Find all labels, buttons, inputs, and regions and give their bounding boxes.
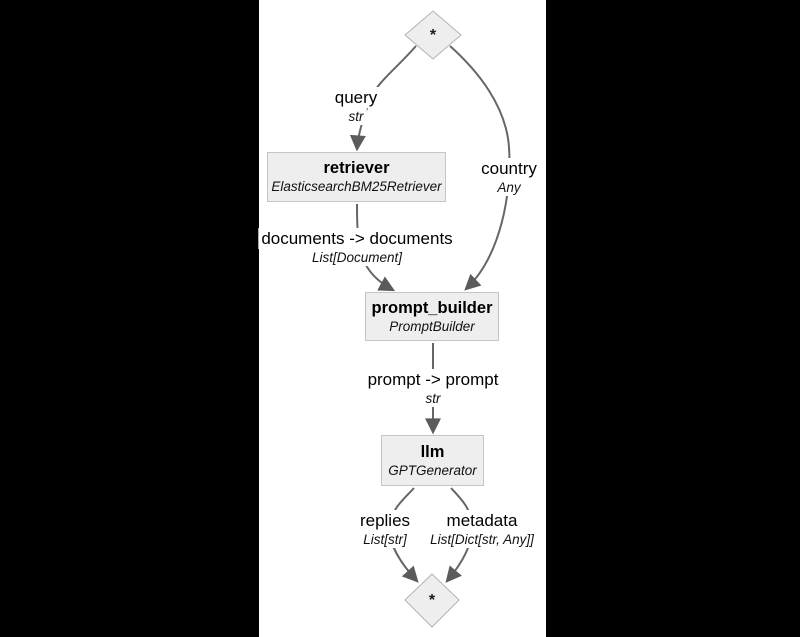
edge-label-replies-type: List[str] [360, 531, 410, 548]
edge-label-metadata-type: List[Dict[str, Any]] [427, 531, 537, 548]
output-node-diamond [404, 573, 460, 628]
node-prompt-builder-name: prompt_builder [371, 298, 493, 317]
edge-country [449, 45, 511, 291]
input-node-diamond [404, 10, 462, 60]
edge-label-documents-name: documents -> documents [258, 228, 456, 249]
node-retriever-name: retriever [323, 159, 390, 177]
node-retriever-class: ElasticsearchBM25Retriever [271, 179, 442, 195]
edge-label-metadata: metadata List[Dict[str, Any]] [427, 510, 537, 548]
edge-label-documents: documents -> documents List[Document] [258, 228, 456, 266]
edge-label-prompt-type: str [422, 390, 444, 407]
edge-label-prompt: prompt -> prompt str [364, 369, 502, 407]
edge-label-query-type: str [345, 108, 367, 125]
node-llm-name: llm [420, 442, 445, 461]
edge-label-documents-type: List[Document] [308, 249, 406, 266]
pipeline-diagram-canvas: * * retriever ElasticsearchBM25Retriever… [258, 0, 546, 637]
output-node-label: * [429, 592, 436, 609]
input-node-label: * [430, 27, 437, 44]
node-prompt-builder: prompt_builder PromptBuilder [365, 292, 499, 341]
edge-label-prompt-name: prompt -> prompt [364, 369, 502, 390]
node-llm-class: GPTGenerator [388, 462, 477, 478]
edge-label-country-name: country [478, 158, 540, 179]
edge-label-query-name: query [331, 87, 381, 108]
edge-label-replies-name: replies [356, 510, 414, 531]
edge-label-query: query str [331, 87, 381, 125]
edge-label-replies: replies List[str] [356, 510, 414, 548]
node-retriever: retriever ElasticsearchBM25Retriever [267, 152, 446, 202]
edge-label-metadata-name: metadata [443, 510, 521, 531]
edge-label-country: country Any [478, 158, 540, 196]
node-llm: llm GPTGenerator [381, 435, 484, 486]
node-prompt-builder-class: PromptBuilder [389, 318, 475, 334]
edge-label-country-type: Any [494, 179, 524, 196]
